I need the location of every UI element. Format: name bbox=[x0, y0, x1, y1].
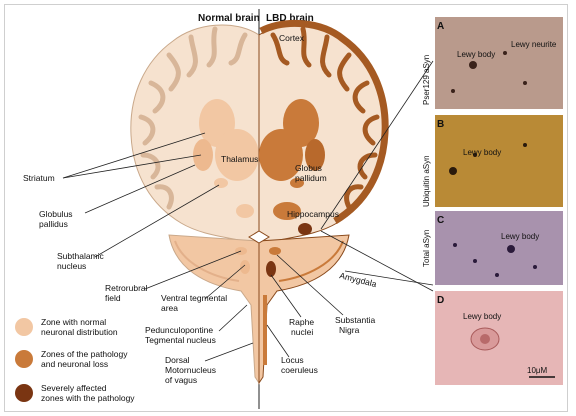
label-striatum: Striatum bbox=[23, 173, 55, 183]
label-ventral-tegmental-1: Ventral tegmental bbox=[161, 293, 227, 303]
legend-swatch-normal bbox=[15, 318, 33, 336]
panel-b: B Ubiquitin aSyn Lewy body bbox=[422, 115, 563, 207]
header-normal-brain: Normal brain bbox=[198, 13, 260, 24]
label-retrorubral-2: field bbox=[105, 293, 121, 303]
panel-b-letter: B bbox=[437, 119, 444, 130]
label-locus-2: coeruleus bbox=[281, 365, 318, 375]
legend-swatch-pathology bbox=[15, 350, 33, 368]
panel-a-lewy-neurite: Lewy neurite bbox=[511, 40, 557, 49]
legend-pathology-1: Zones of the pathology bbox=[41, 349, 128, 359]
label-thalamus: Thalamus bbox=[221, 154, 258, 164]
label-raphe-2: nuclei bbox=[291, 327, 313, 337]
panel-c-lewy-body: Lewy body bbox=[501, 232, 539, 241]
label-locus-1: Locus bbox=[281, 355, 304, 365]
brain-diagram: Normal brain LBD brain bbox=[5, 5, 567, 411]
legend-normal-2: neuronal distribution bbox=[41, 327, 118, 337]
label-globulus-pallidus-2: pallidus bbox=[39, 219, 68, 229]
panel-d-letter: D bbox=[437, 295, 444, 306]
label-globus-pallidum-2: pallidum bbox=[295, 173, 327, 183]
legend-swatch-severe bbox=[15, 384, 33, 402]
scale-bar-label: 10μM bbox=[527, 366, 548, 375]
panel-b-stain: Ubiquitin aSyn bbox=[422, 155, 431, 207]
label-dorsal-1: Dorsal bbox=[165, 355, 190, 365]
label-pedunculopontine-1: Pedunculopontine bbox=[145, 325, 213, 335]
panel-a-letter: A bbox=[437, 21, 444, 32]
label-subthalamic-2: nucleus bbox=[57, 261, 86, 271]
label-pedunculopontine-2: Tegmental nucleus bbox=[145, 335, 216, 345]
panel-a: A Pser129 aSyn Lewy body Lewy neurite bbox=[422, 17, 563, 109]
label-ventral-tegmental-2: area bbox=[161, 303, 178, 313]
lbd-hemisphere bbox=[259, 23, 387, 383]
panel-a-lewy-body: Lewy body bbox=[457, 50, 495, 59]
label-globulus-pallidus-1: Globulus bbox=[39, 209, 73, 219]
label-cortex: Cortex bbox=[279, 33, 305, 43]
label-retrorubral-1: Retrorubral bbox=[105, 283, 148, 293]
legend-severe-1: Severely affected bbox=[41, 383, 107, 393]
panel-c: C Total aSyn Lewy body bbox=[422, 211, 563, 285]
panel-a-stain: Pser129 aSyn bbox=[422, 55, 431, 105]
panel-d-lewy-body: Lewy body bbox=[463, 312, 501, 321]
panel-c-stain: Total aSyn bbox=[422, 230, 431, 267]
label-substantia-2: Nigra bbox=[339, 325, 360, 335]
figure-frame: Normal brain LBD brain bbox=[4, 4, 568, 412]
legend-severe-2: zones with the pathology bbox=[41, 393, 135, 403]
legend-normal-1: Zone with normal bbox=[41, 317, 106, 327]
label-dorsal-2: Motornucleus bbox=[165, 365, 216, 375]
legend-pathology-2: and neuronal loss bbox=[41, 359, 108, 369]
label-dorsal-3: of vagus bbox=[165, 375, 197, 385]
label-raphe-1: Raphe bbox=[289, 317, 314, 327]
legend: Zone with normal neuronal distribution Z… bbox=[15, 317, 135, 403]
panel-c-letter: C bbox=[437, 215, 444, 226]
label-globus-pallidum-1: Globus bbox=[295, 163, 322, 173]
panel-b-lewy-body: Lewy body bbox=[463, 148, 501, 157]
panel-d: D Lewy body 10μM bbox=[435, 291, 563, 385]
label-substantia-1: Substantia bbox=[335, 315, 375, 325]
